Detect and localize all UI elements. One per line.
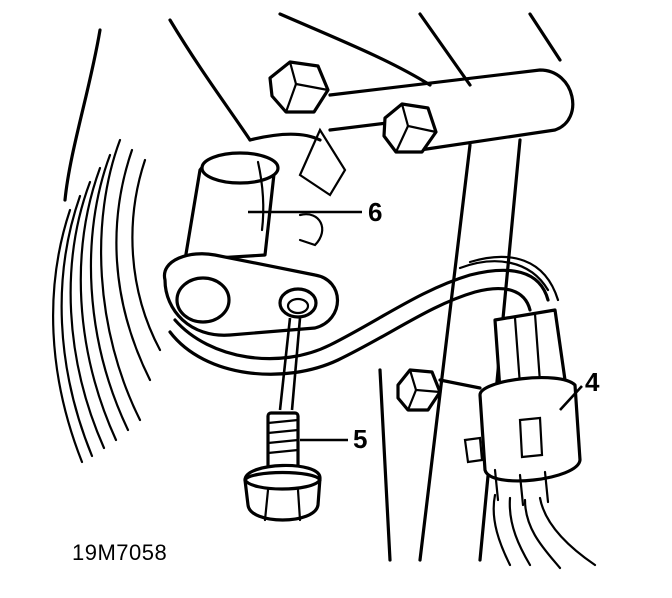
installation-guides bbox=[278, 317, 302, 411]
harness-connector bbox=[463, 308, 582, 507]
callout-6: 6 bbox=[368, 197, 383, 227]
sensor-harness bbox=[168, 255, 560, 376]
sensor-retaining-bolt bbox=[243, 411, 322, 522]
harness-clip-bolt bbox=[396, 368, 482, 412]
sensor-flange bbox=[162, 252, 339, 337]
mount-bolt-2 bbox=[382, 102, 438, 154]
leader-4 bbox=[559, 385, 583, 411]
mount-bolt-1 bbox=[268, 60, 330, 114]
lower-harness bbox=[492, 493, 597, 570]
callout-4: 4 bbox=[585, 367, 600, 397]
pulley-ribs bbox=[52, 138, 162, 464]
callout-5: 5 bbox=[353, 424, 368, 454]
figure-id: 19M7058 bbox=[72, 540, 168, 565]
sensor-body bbox=[183, 151, 324, 262]
callout-leaders bbox=[248, 210, 583, 442]
engine-casting bbox=[63, 12, 562, 202]
